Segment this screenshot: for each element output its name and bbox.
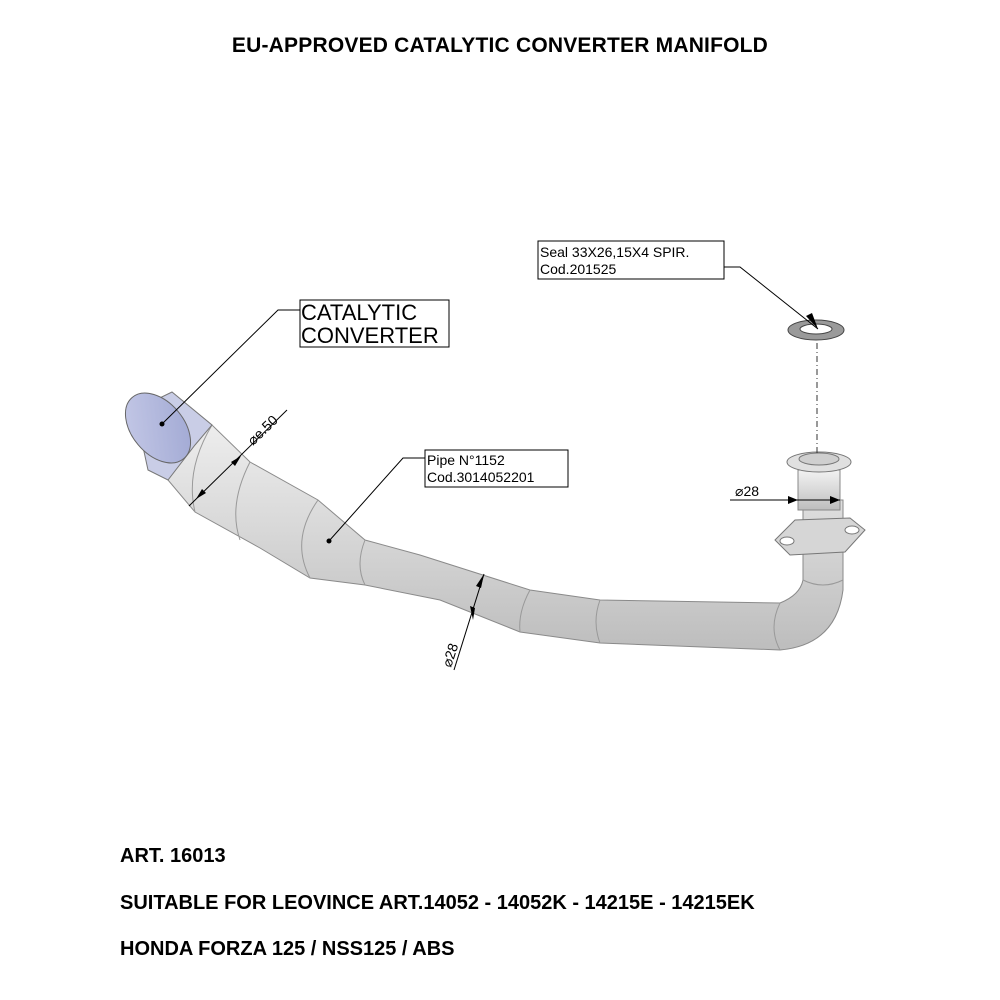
diameter-symbol: ⌀ bbox=[735, 483, 744, 499]
pipe-label-line2: Cod.3014052201 bbox=[427, 469, 535, 485]
outlet-diameter-label: 28 bbox=[743, 483, 759, 499]
dimension-outlet: ⌀28 bbox=[730, 483, 840, 504]
article-number: ART. 16013 bbox=[120, 845, 226, 867]
page-title: EU-APPROVED CATALYTIC CONVERTER MANIFOLD bbox=[231, 34, 769, 57]
catalytic-label-line2: CONVERTER bbox=[301, 323, 439, 348]
seal-ring bbox=[787, 319, 845, 341]
compatibility-text: SUITABLE FOR LEOVINCE ART.14052 - 14052K… bbox=[120, 892, 755, 914]
seal-callout: Seal 33X26,15X4 SPIR. Cod.201525 bbox=[537, 240, 819, 330]
seal-label-line1: Seal 33X26,15X4 SPIR. bbox=[540, 244, 689, 260]
pipe-diameter-label: 28 bbox=[441, 641, 461, 661]
catalytic-label-line1: CATALYTIC bbox=[301, 300, 417, 325]
pipe-callout: Pipe N°1152 Cod.3014052201 bbox=[326, 449, 569, 544]
svg-text:⌀28: ⌀28 bbox=[735, 483, 759, 499]
outlet-flange bbox=[774, 451, 866, 556]
svg-text:⌀e.50: ⌀e.50 bbox=[244, 412, 281, 448]
pipe-label-line1: Pipe N°1152 bbox=[427, 452, 505, 468]
catalytic-converter-callout: CATALYTIC CONVERTER bbox=[159, 299, 450, 427]
seal-label-line2: Cod.201525 bbox=[540, 261, 617, 277]
dimension-pipe: ⌀28 bbox=[439, 573, 485, 671]
svg-text:⌀28: ⌀28 bbox=[439, 641, 462, 669]
exhaust-pipe bbox=[149, 399, 844, 651]
catalytic-converter-inlet bbox=[124, 391, 213, 481]
vehicle-model: HONDA FORZA 125 / NSS125 / ABS bbox=[120, 938, 455, 960]
